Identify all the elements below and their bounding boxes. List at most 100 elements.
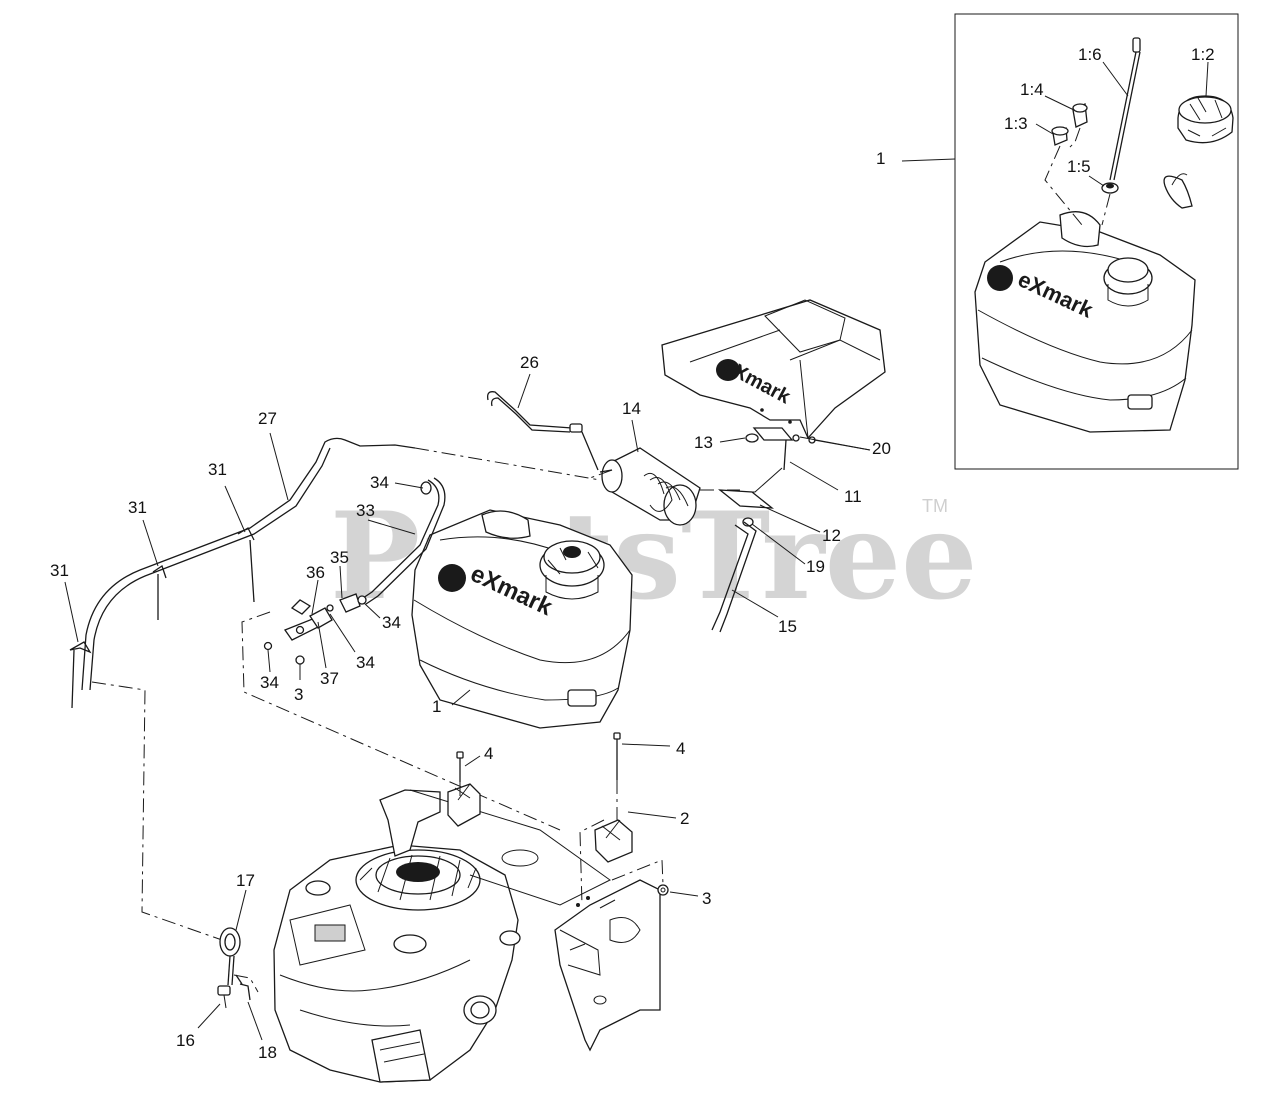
leader-37 — [317, 621, 327, 669]
callout-13: 13 — [694, 433, 713, 452]
leader-16 — [197, 1003, 221, 1029]
cable-tie-31-b — [152, 564, 167, 620]
grommet-13-icon — [745, 433, 759, 443]
leader-34b — [363, 602, 381, 619]
callout-1-5: 1:5 — [1067, 157, 1091, 176]
fuel-tank-shroud: eXmark — [661, 299, 886, 440]
callout-31-c: 31 — [208, 460, 227, 479]
inset-assembly-path-b — [1101, 193, 1111, 226]
leader-1-4 — [1044, 95, 1075, 111]
leader-31a — [64, 581, 79, 643]
callout-1-2: 1:2 — [1191, 45, 1215, 64]
callout-37: 37 — [320, 669, 339, 688]
shutoff-valve-assembly — [263, 593, 367, 665]
leader-31b — [142, 519, 159, 567]
callout-15: 15 — [778, 617, 797, 636]
leader-27 — [269, 432, 289, 501]
leader-33 — [367, 519, 416, 535]
callout-35: 35 — [330, 548, 349, 567]
callout-1-3: 1:3 — [1004, 114, 1028, 133]
callout-36: 36 — [306, 563, 325, 582]
callout-1-inset: 1 — [876, 149, 885, 168]
callout-31-a: 31 — [50, 561, 69, 580]
deck-hole — [501, 849, 539, 867]
fuel-line-path — [91, 681, 223, 941]
callout-34-d: 34 — [260, 673, 279, 692]
inset-fuel-tank-assembly: eXmark — [876, 13, 1239, 470]
watermark-trademark: TM — [922, 496, 948, 516]
leader-14 — [631, 419, 639, 453]
leader-34c — [329, 613, 356, 653]
callout-33: 33 — [356, 501, 375, 520]
leader-35 — [339, 565, 343, 599]
leader-4a — [464, 755, 481, 767]
callout-34-b: 34 — [382, 613, 401, 632]
leader-1-3 — [1035, 123, 1054, 135]
callout-3-b: 3 — [702, 889, 711, 908]
leader-31c — [224, 485, 246, 533]
leader-3b — [669, 891, 699, 897]
fuel-line-33 — [359, 477, 446, 605]
leader-19 — [751, 523, 806, 565]
leader-34a — [394, 482, 424, 489]
vapor-hose-26 — [487, 391, 599, 471]
leader-1-inset — [901, 158, 956, 162]
leader-11 — [789, 461, 839, 491]
charcoal-canister-icon — [599, 447, 701, 526]
inset-frame — [954, 13, 1239, 470]
leader-12 — [759, 504, 821, 533]
leader-34d — [267, 649, 271, 673]
fuel-cap-icon — [1177, 95, 1234, 144]
callout-1-6: 1:6 — [1078, 45, 1102, 64]
callout-34-c: 34 — [356, 653, 375, 672]
leader-4b — [621, 743, 671, 747]
leader-2 — [627, 811, 677, 819]
cable-tie-31-a — [69, 641, 92, 709]
callout-12: 12 — [822, 526, 841, 545]
engine-deck-plate — [409, 789, 611, 906]
callout-18: 18 — [258, 1043, 277, 1062]
canister-link-b — [589, 469, 613, 479]
leader-13 — [719, 437, 746, 443]
leader-1-main — [451, 689, 471, 706]
callout-2: 2 — [680, 809, 689, 828]
inset-assembly-path-c — [1066, 127, 1081, 151]
frame-bracket-right — [554, 879, 661, 1052]
valve-assembly-path — [241, 611, 561, 831]
callout-1-4: 1:4 — [1020, 80, 1044, 99]
shroud-logo-badge — [716, 359, 740, 381]
callout-4-a: 4 — [484, 744, 493, 763]
dipstick-seal-icon — [1101, 182, 1119, 194]
callout-20: 20 — [872, 439, 891, 458]
callout-11: 11 — [844, 487, 862, 506]
strap-12 — [717, 489, 775, 509]
rubber-mount-2 — [594, 819, 633, 863]
inset-assembly-path-a — [1044, 145, 1083, 226]
bolt-4-left — [456, 751, 464, 782]
filter-path — [233, 974, 259, 993]
callout-1-main: 1 — [432, 697, 441, 716]
callout-27: 27 — [258, 409, 277, 428]
inset-logo-badge — [987, 265, 1013, 291]
cap-tether — [1163, 175, 1193, 209]
vent-valve-icon — [1072, 103, 1088, 128]
fuel-line-27 — [81, 437, 601, 691]
callout-17: 17 — [236, 871, 255, 890]
leader-20b — [813, 439, 871, 451]
callout-16: 16 — [176, 1031, 195, 1050]
dipstick-icon — [1109, 37, 1141, 181]
bolt-4-right — [613, 732, 621, 780]
mount-path-a — [579, 819, 605, 906]
callout-26: 26 — [520, 353, 539, 372]
canister-hose-15 — [711, 521, 757, 633]
fuel-tank-main: eXmark — [411, 509, 633, 729]
cable-tie-31-c — [237, 527, 255, 603]
fuel-filter-17 — [219, 927, 241, 986]
leader-18 — [247, 1001, 263, 1041]
hose-18 — [235, 974, 251, 1001]
leader-1-6 — [1102, 61, 1129, 97]
callout-3-a: 3 — [294, 685, 303, 704]
leader-15 — [731, 589, 779, 618]
leader-26 — [517, 373, 531, 409]
